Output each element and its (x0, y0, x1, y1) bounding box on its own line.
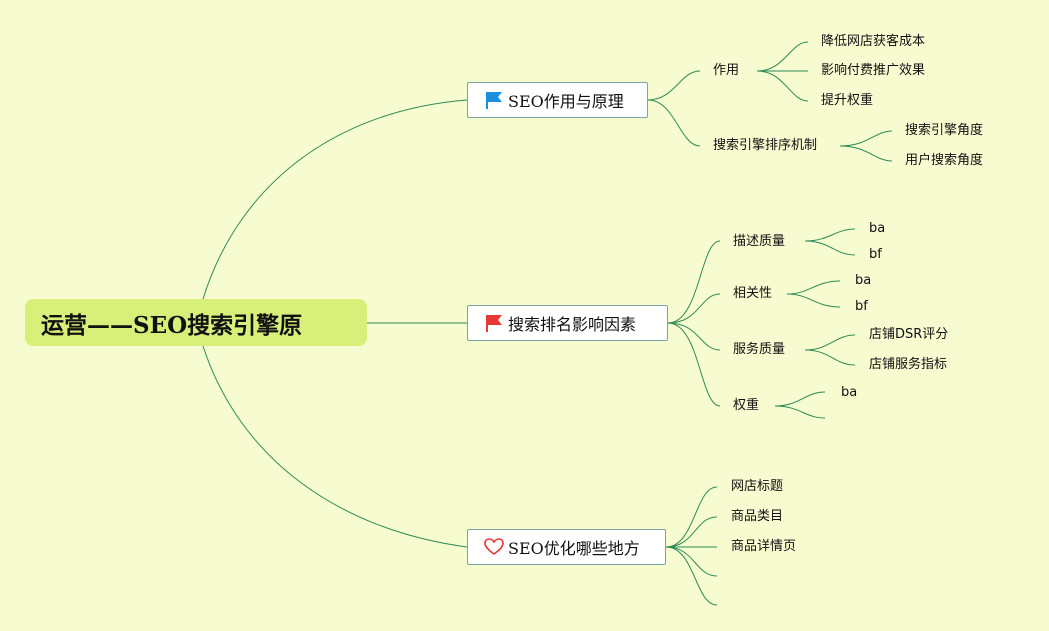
leaf-topic[interactable]: 商品类目 (731, 509, 784, 524)
subtopic-role[interactable]: 作用 (713, 63, 740, 78)
blue-flag-icon (486, 92, 502, 109)
root-topic[interactable]: 运营——SEO搜索引擎原 (25, 299, 367, 346)
connector-b2-s2 (667, 293, 721, 324)
connector-f-l1 (804, 334, 856, 351)
root-topic-label: 运营——SEO搜索引擎原 (41, 311, 303, 339)
connector-b2-s1 (667, 240, 721, 324)
connector-s2-l2 (839, 145, 893, 162)
connector-b3-l4 (665, 546, 718, 577)
leaf-topic[interactable]: ba (869, 221, 886, 236)
connector-q-empty (774, 405, 826, 419)
connector-b3-l5 (665, 546, 718, 606)
subtopic-weight[interactable]: 权重 (733, 398, 760, 413)
branch-label: SEO优化哪些地方 (508, 539, 640, 558)
leaf-topic[interactable]: bf (869, 247, 882, 262)
connector-b3-l2 (665, 516, 718, 548)
branch-label: SEO作用与原理 (508, 92, 624, 111)
connector-b1-s1 (647, 70, 701, 101)
leaf-topic[interactable]: ba (855, 273, 872, 288)
connector-s2-l1 (839, 130, 893, 147)
connector-x-bf (786, 293, 841, 308)
leaf-topic[interactable]: 提升权重 (821, 93, 874, 108)
leaf-topic[interactable]: bf (855, 299, 868, 314)
red-flag-icon (486, 315, 502, 332)
connector-root-b1 (202, 99, 468, 300)
connector-x-ba (786, 280, 841, 295)
branch-seo-role[interactable]: SEO作用与原理 (467, 82, 648, 118)
leaf-topic[interactable]: 店铺DSR评分 (869, 327, 949, 342)
connector-b1-s2 (647, 99, 701, 147)
connector-s1-l1 (756, 41, 809, 72)
subtopic-service-quality[interactable]: 服务质量 (733, 342, 786, 357)
subtopic-ranking-mechanism[interactable]: 搜索引擎排序机制 (713, 138, 818, 153)
branch-seo-optimize[interactable]: SEO优化哪些地方 (467, 529, 666, 565)
leaf-topic[interactable]: ba (841, 385, 858, 400)
connector-b2-s4 (667, 322, 721, 407)
leaf-topic[interactable]: 搜索引擎角度 (905, 123, 984, 138)
branch-label: 搜索排名影响因素 (508, 315, 637, 334)
connector-d-bf (804, 240, 856, 256)
branch-ranking-factors[interactable]: 搜索排名影响因素 (467, 305, 668, 341)
leaf-topic[interactable]: 商品详情页 (731, 539, 797, 554)
connector-b2-s3 (667, 322, 721, 351)
connector-d-ba (804, 228, 856, 242)
leaf-topic[interactable]: 网店标题 (731, 479, 784, 494)
subtopic-relevance[interactable]: 相关性 (733, 286, 773, 301)
heart-icon (484, 538, 504, 555)
connector-q-ba (774, 391, 826, 407)
leaf-topic[interactable]: 店铺服务指标 (869, 357, 948, 372)
leaf-topic[interactable]: 用户搜索角度 (905, 153, 984, 168)
leaf-topic[interactable]: 影响付费推广效果 (821, 63, 926, 78)
subtopic-description-quality[interactable]: 描述质量 (733, 234, 786, 249)
connector-f-l2 (804, 349, 856, 366)
connector-b3-l1 (665, 486, 718, 548)
connector-root-b3 (202, 345, 468, 548)
connector-s1-l3 (756, 70, 809, 102)
leaf-topic[interactable]: 降低网店获客成本 (821, 34, 926, 49)
